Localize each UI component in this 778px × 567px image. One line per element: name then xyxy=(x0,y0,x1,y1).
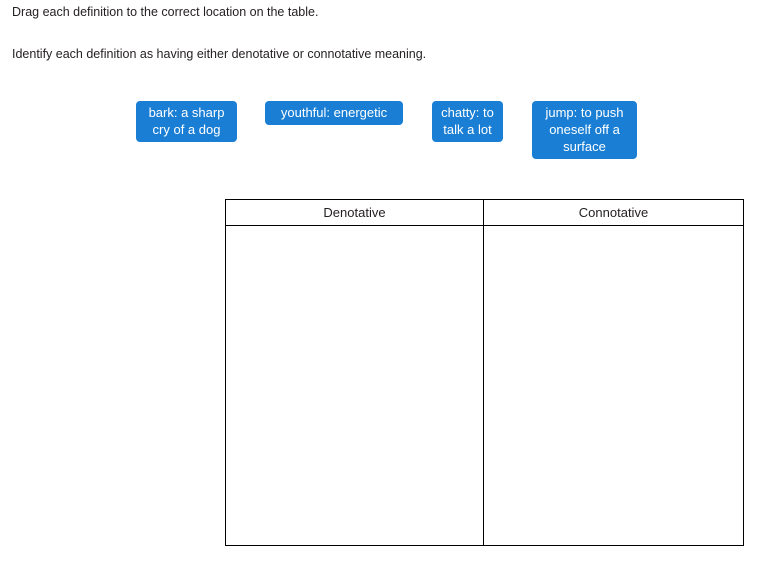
table-body-cell-denotative[interactable] xyxy=(226,226,484,545)
instruction-line-1: Drag each definition to the correct loca… xyxy=(12,5,319,19)
draggable-tile-bark[interactable]: bark: a sharp cry of a dog xyxy=(136,101,237,142)
column-header-label-connotative: Connotative xyxy=(578,205,649,220)
draggable-tile-youthful[interactable]: youthful: energetic xyxy=(265,101,403,125)
table-header-row: Denotative Connotative xyxy=(226,200,743,226)
column-header-label-denotative: Denotative xyxy=(323,205,386,220)
table-header-cell-connotative: Connotative xyxy=(484,200,743,225)
instruction-line-2: Identify each definition as having eithe… xyxy=(12,47,427,61)
draggable-tile-jump[interactable]: jump: to push oneself off a surface xyxy=(532,101,637,159)
table-body-cell-connotative[interactable] xyxy=(484,226,743,545)
drop-zone-connotative[interactable] xyxy=(484,226,743,545)
answer-table: Denotative Connotative xyxy=(225,199,744,546)
draggable-tile-chatty[interactable]: chatty: to talk a lot xyxy=(432,101,503,142)
table-header-cell-denotative: Denotative xyxy=(226,200,484,225)
drop-zone-denotative[interactable] xyxy=(226,226,483,545)
table-body-row xyxy=(226,226,743,545)
